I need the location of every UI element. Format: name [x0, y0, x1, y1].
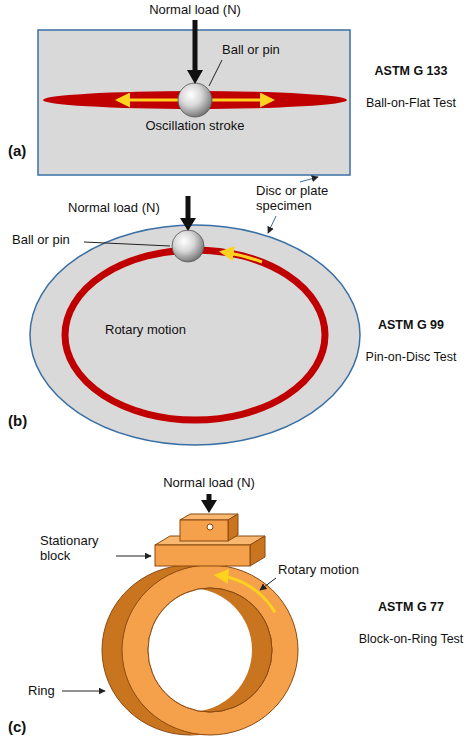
- ball: [178, 83, 212, 117]
- rotation-arrow: [222, 252, 262, 262]
- load-label: Normal load (N): [135, 2, 255, 17]
- panel-letter: (b): [8, 412, 27, 429]
- stroke-arrow: [212, 99, 272, 102]
- wear-track: [65, 250, 325, 420]
- leader-line: [62, 691, 105, 692]
- stroke-arrow: [118, 99, 178, 102]
- stationary-block: [155, 514, 265, 566]
- standard-label: ASTM G 77: [352, 600, 470, 615]
- leader-line: [300, 177, 318, 182]
- panel-letter: (a): [8, 142, 26, 159]
- part-label: Ring: [28, 683, 55, 698]
- part-label: Disc or plate specimen: [256, 183, 348, 213]
- load-label: Normal load (N): [68, 200, 160, 215]
- disc-specimen: [30, 225, 360, 445]
- load-arrow: [186, 196, 191, 220]
- motion-label: Rotary motion: [105, 322, 186, 337]
- motion-label: Oscillation stroke: [135, 118, 255, 133]
- standard-label: ASTM G 133: [352, 64, 470, 79]
- ring: [102, 565, 298, 735]
- standard-label: ASTM G 99: [352, 318, 470, 333]
- test-name: Ball-on-Flat Test: [352, 96, 470, 111]
- test-name: Block-on-Ring Test: [352, 632, 470, 647]
- load-arrowhead: [201, 500, 217, 513]
- leader-line: [260, 578, 276, 590]
- part-label: Stationary block: [40, 533, 112, 563]
- leader-line: [116, 556, 151, 557]
- part-label: Ball or pin: [12, 232, 70, 247]
- load-label: Normal load (N): [149, 475, 269, 490]
- test-name: Pin-on-Disc Test: [352, 350, 470, 365]
- leader-line: [209, 60, 222, 86]
- load-arrowhead: [180, 218, 196, 231]
- ball: [172, 230, 204, 262]
- motion-label: Rotary motion: [278, 562, 359, 577]
- rotation-arrow: [217, 575, 276, 612]
- panel-letter: (c): [8, 718, 26, 735]
- load-arrowhead: [187, 70, 203, 84]
- load-arrow: [193, 20, 198, 72]
- leader-line: [268, 216, 276, 233]
- leader-line: [84, 242, 170, 246]
- part-label: Ball or pin: [222, 42, 280, 57]
